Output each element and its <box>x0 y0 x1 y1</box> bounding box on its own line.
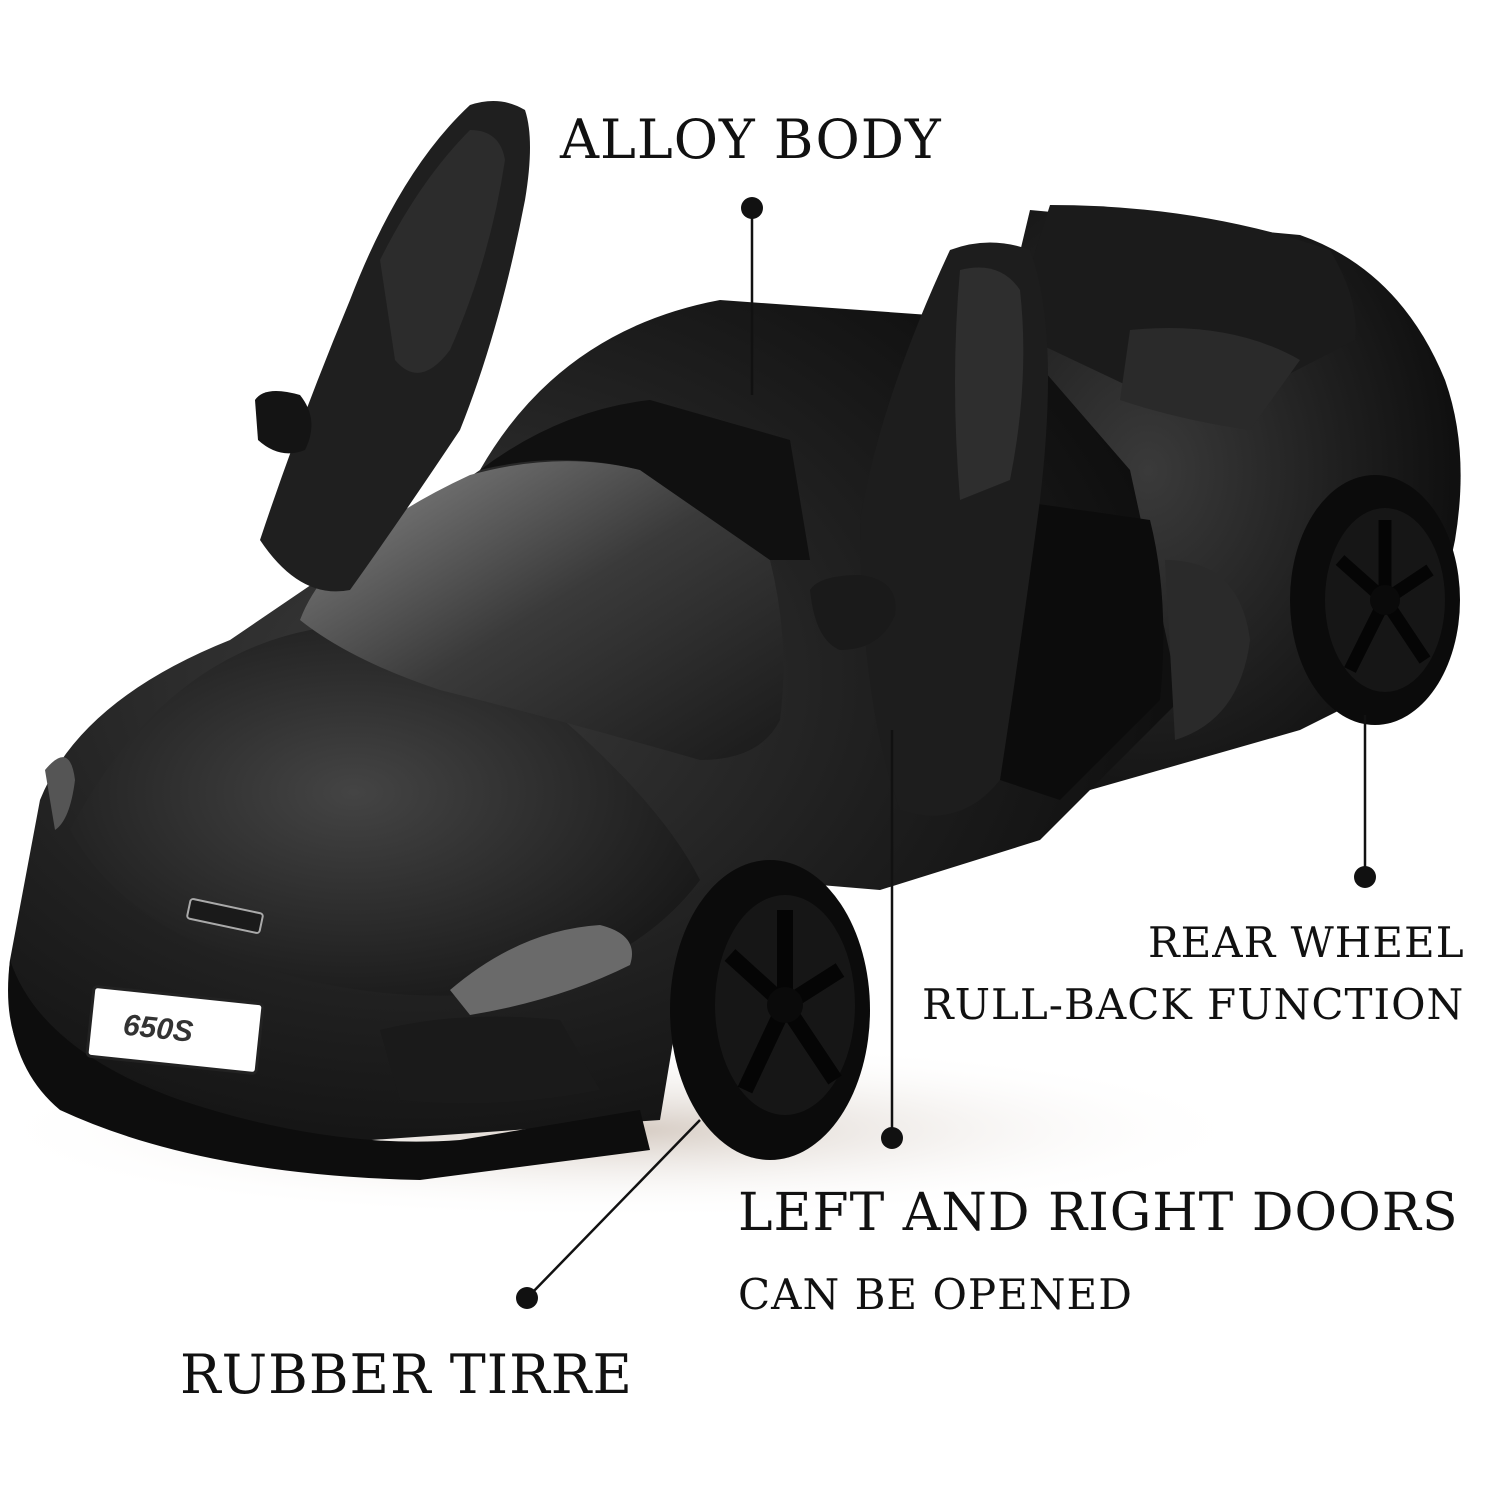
left-mirror <box>810 575 896 650</box>
doors-label-line2: CAN BE OPENED <box>738 1270 1133 1319</box>
engine-cover <box>1120 328 1300 430</box>
rear-wheel-label-line2: RULL-BACK FUNCTION <box>922 980 1465 1029</box>
alloy-body-dot <box>741 197 763 219</box>
right-mirror <box>255 391 312 454</box>
rear-wheel-label-line1: REAR WHEEL <box>1148 918 1465 967</box>
hood <box>70 626 700 996</box>
headlight-right-side <box>450 925 632 1015</box>
rubber-tire-label: RUBBER TIRRE <box>180 1343 633 1406</box>
right-door-panel <box>380 130 505 373</box>
front-splitter <box>8 960 651 1180</box>
doors-dot <box>881 1127 903 1149</box>
front-wheel <box>670 860 870 1160</box>
headlight-left-side <box>45 757 75 830</box>
rear-wheel-dot <box>1354 866 1376 888</box>
rubber-tire-leader <box>529 1119 701 1296</box>
license-plate: 650S <box>85 985 265 1075</box>
rear-wheel <box>1290 475 1460 725</box>
plate-text: 650S <box>121 1009 194 1049</box>
toy-car: 650S <box>8 101 1461 1180</box>
left-door-inner <box>955 267 1024 500</box>
hood-badge <box>186 898 264 934</box>
front-intake <box>380 1016 600 1104</box>
cabin-interior <box>1000 500 1164 800</box>
windshield <box>300 461 784 760</box>
rubber-tire-dot <box>516 1287 538 1309</box>
a-pillar <box>480 400 810 560</box>
doors-label-line1: LEFT AND RIGHT DOORS <box>738 1183 1459 1243</box>
side-intake <box>1165 560 1250 740</box>
alloy-body-label: ALLOY BODY <box>560 108 942 171</box>
callout-pointers <box>516 197 1376 1309</box>
